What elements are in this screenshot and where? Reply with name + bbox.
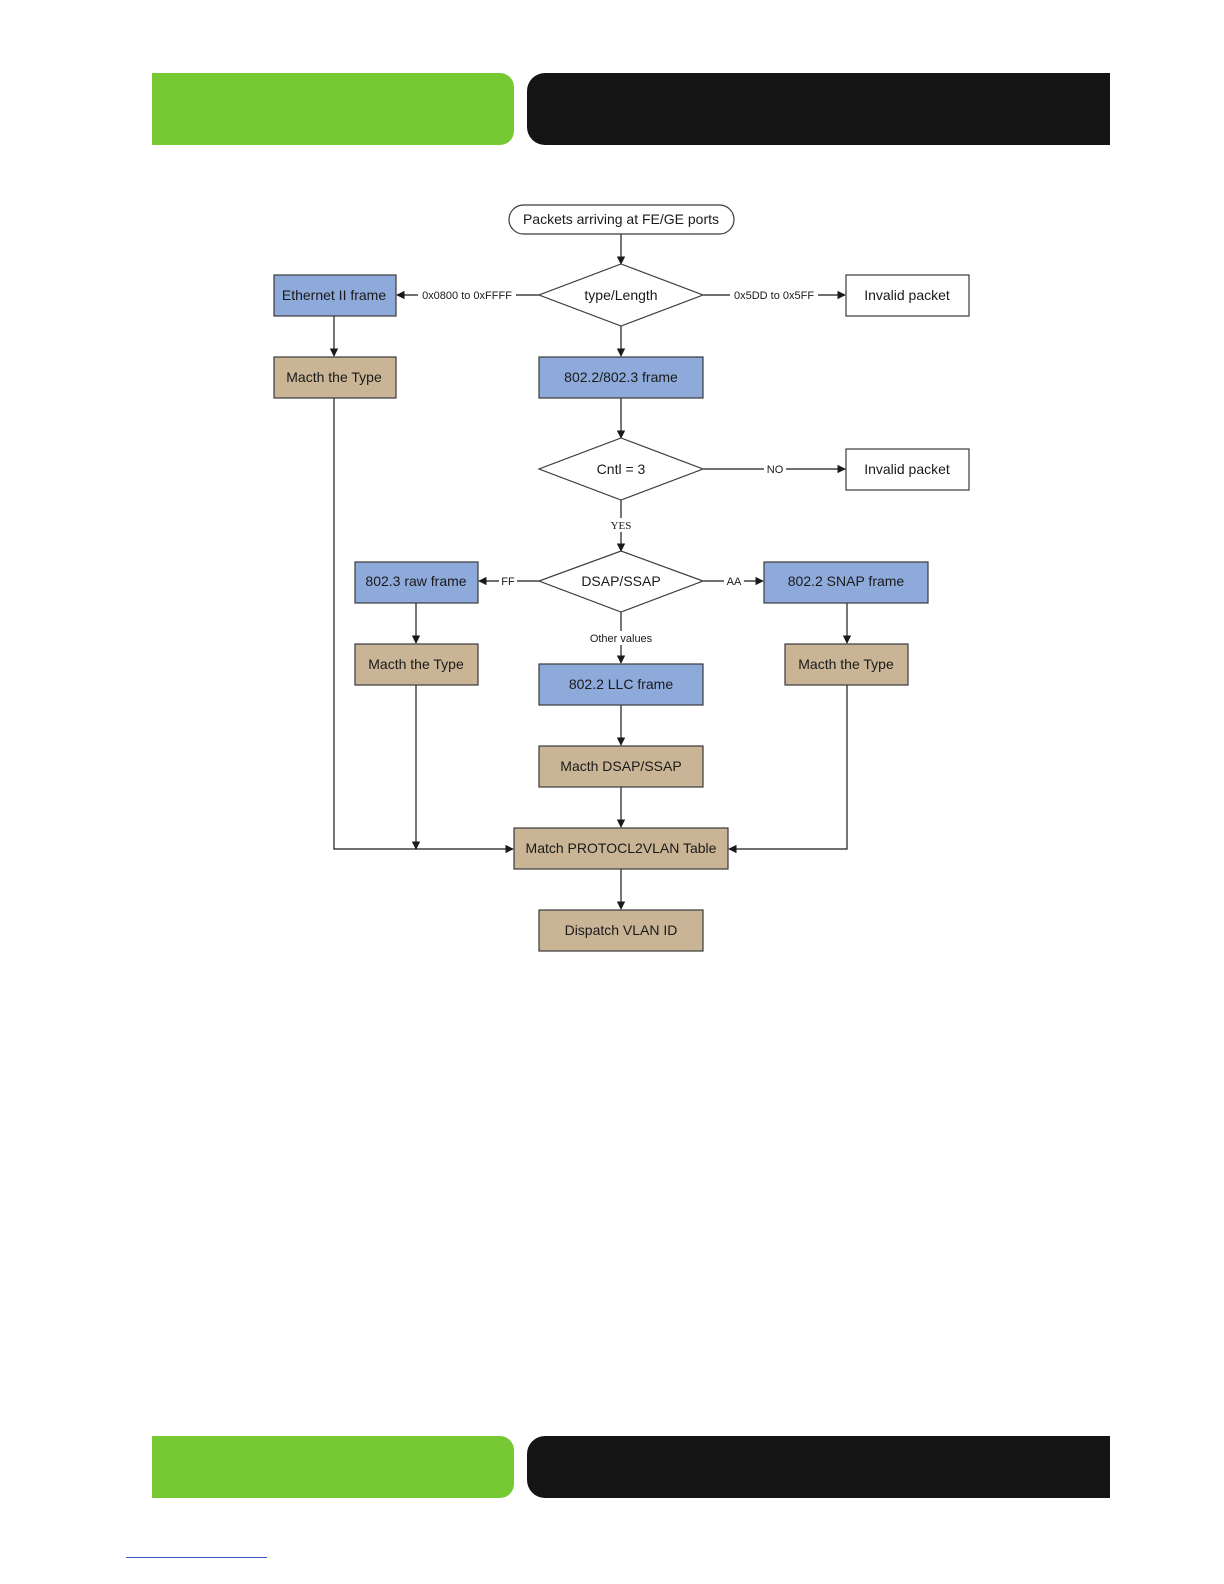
footer-black-band <box>527 1436 1110 1498</box>
edge-label-5dd-5ff: 0x5DD to 0x5FF <box>734 290 814 302</box>
label-match-table: Match PROTOCL2VLAN Table <box>526 840 717 856</box>
node-cntl <box>537 437 705 501</box>
edge-label-ff: FF <box>501 576 515 588</box>
edge-label-aa: AA <box>727 576 742 588</box>
label-match-type-right: Macth the Type <box>798 656 894 672</box>
footer-green-band <box>152 1436 514 1498</box>
edge-label-0800-ffff: 0x0800 to 0xFFFF <box>422 290 512 302</box>
header-black-band <box>527 73 1110 145</box>
node-802-2-802-3 <box>538 356 704 399</box>
node-dsap-ssap <box>537 550 705 613</box>
label-match-type-left: Macth the Type <box>286 369 382 385</box>
node-type-length <box>537 263 705 327</box>
node-match-type-left <box>273 356 397 399</box>
label-dispatch-vlan: Dispatch VLAN ID <box>565 922 678 938</box>
node-dispatch-vlan <box>538 909 704 952</box>
label-start: Packets arriving at FE/GE ports <box>523 211 719 227</box>
node-invalid-2 <box>845 448 970 491</box>
label-802-2-802-3: 802.2/802.3 frame <box>564 369 678 385</box>
node-802-2-llc <box>538 663 704 706</box>
label-invalid-2: Invalid packet <box>864 461 950 477</box>
node-match-type-mid <box>354 643 479 686</box>
header-green-band <box>152 73 514 145</box>
label-ethernet-ii: Ethernet II frame <box>282 287 386 303</box>
label-type-length: type/Length <box>584 287 657 303</box>
edge-label-yes: YES <box>611 520 632 532</box>
node-match-dsap-ssap <box>538 745 704 788</box>
edge-label-other-values: Other values <box>590 633 653 645</box>
label-invalid-1: Invalid packet <box>864 287 950 303</box>
footer-link-underline <box>126 1557 267 1558</box>
node-match-table <box>513 827 729 870</box>
edge-label-no: NO <box>767 464 784 476</box>
node-start <box>508 204 735 235</box>
edge-leftmatch-table <box>333 398 514 854</box>
label-cntl: Cntl = 3 <box>597 461 646 477</box>
node-ethernet-ii <box>273 274 397 317</box>
label-802-2-llc: 802.2 LLC frame <box>569 676 673 692</box>
edge-rightmatch-table <box>728 685 848 854</box>
label-dsap-ssap: DSAP/SSAP <box>581 573 660 589</box>
node-match-type-right <box>784 643 909 686</box>
label-802-3-raw: 802.3 raw frame <box>365 573 466 589</box>
label-match-dsap-ssap: Macth DSAP/SSAP <box>560 758 681 774</box>
label-match-type-mid: Macth the Type <box>368 656 464 672</box>
node-invalid-1 <box>845 274 970 317</box>
node-802-2-snap <box>763 561 929 604</box>
node-802-3-raw <box>354 561 479 604</box>
label-802-2-snap: 802.2 SNAP frame <box>788 573 905 589</box>
